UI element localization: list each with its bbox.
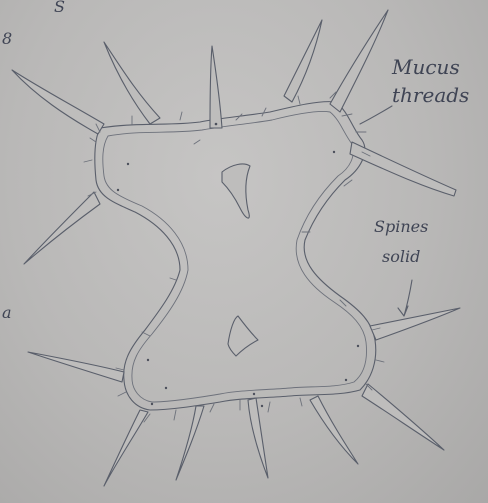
spine-bottom-right-far xyxy=(362,384,444,450)
annotations: Mucus threads Spines solid S 8 a xyxy=(2,0,469,322)
margin-mark-2: 8 xyxy=(2,29,12,48)
spine-top-left xyxy=(104,42,160,124)
mucus-label-line1: Mucus xyxy=(391,55,460,79)
body-outline xyxy=(95,102,376,410)
mucus-pointer xyxy=(360,106,392,124)
inner-pores xyxy=(222,164,258,356)
upper-pore xyxy=(222,164,250,218)
mucus-label-line2: threads xyxy=(392,83,469,107)
spines-label-line2: solid xyxy=(382,247,420,266)
spine-right-lower xyxy=(370,308,460,340)
spines-label-line1: Spines xyxy=(374,217,428,236)
spine-top-right xyxy=(284,20,322,102)
spine-bottom-left xyxy=(104,410,148,486)
mucus-threads xyxy=(84,92,384,422)
spine-top-far-right xyxy=(330,10,388,112)
spine-left-lower xyxy=(28,352,124,382)
lower-pore xyxy=(228,316,258,356)
margin-mark-1: S xyxy=(54,0,65,16)
spines-pointer xyxy=(398,280,412,316)
margin-mark-3: a xyxy=(2,303,12,322)
spine-bottom-center xyxy=(248,398,268,478)
spine-bottom-left-center xyxy=(176,406,204,480)
annotation-pointers xyxy=(360,106,412,316)
spine-left-middle xyxy=(24,192,100,264)
spine-right-upper xyxy=(350,142,456,196)
spine-bottom-right xyxy=(310,396,358,464)
spine-upper-left xyxy=(12,70,104,134)
spine-top-center xyxy=(210,46,222,128)
